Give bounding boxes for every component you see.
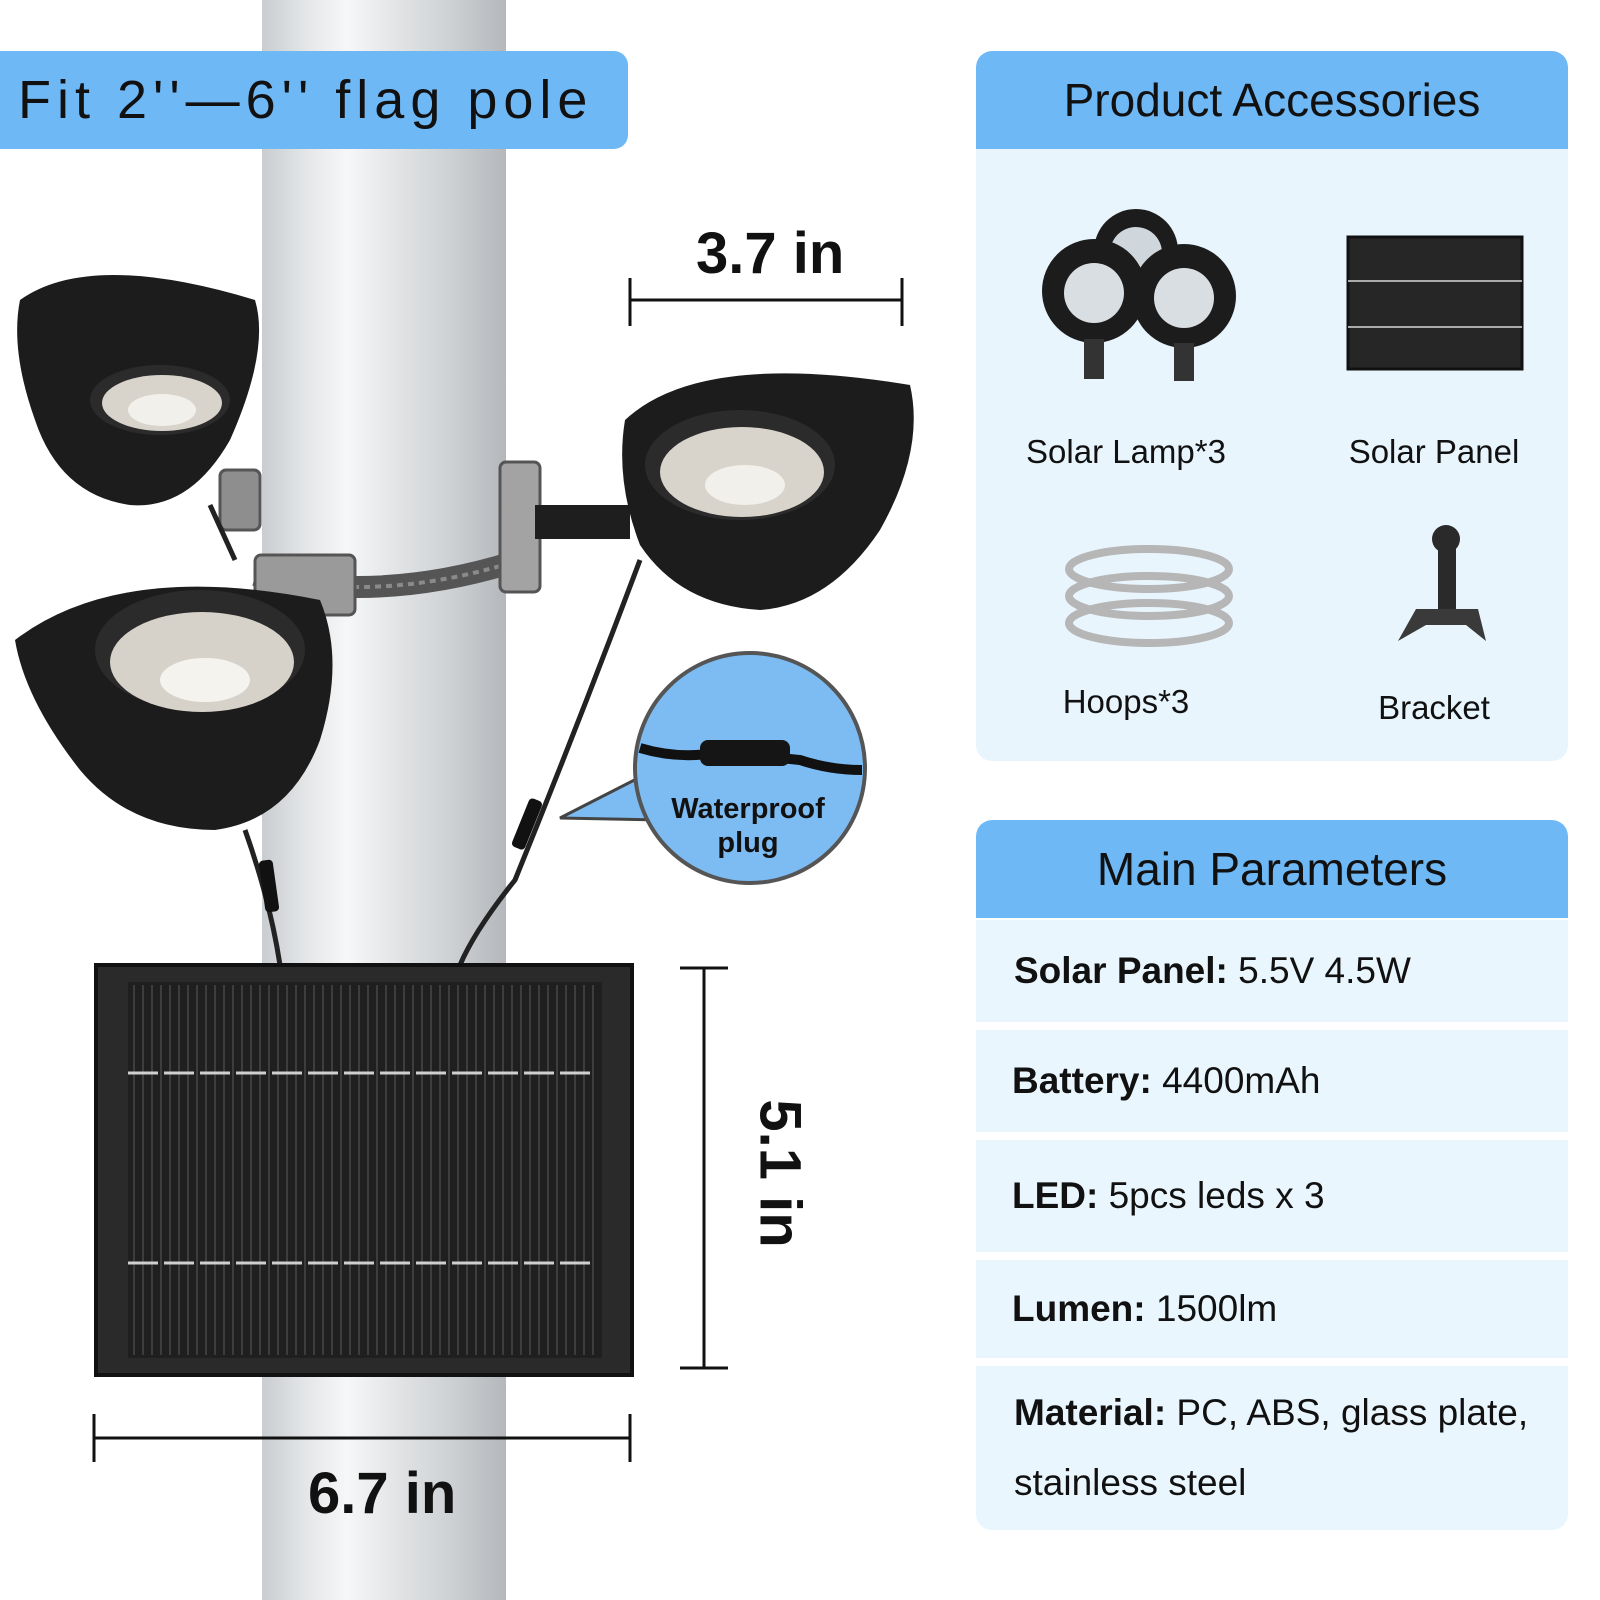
- solar-panel-main: [94, 963, 634, 1377]
- accessory-label-solar-panel: Solar Panel: [1348, 433, 1520, 470]
- lamp-width-label: 3.7 in: [696, 221, 845, 286]
- accessories-title: Product Accessories: [1063, 74, 1481, 126]
- fit-pole-badge: Fit 2''—6'' flag pole: [0, 51, 628, 149]
- waterproof-plug-callout: [559, 651, 867, 885]
- parameters-panel: Main Parameters Solar Panel: 5.5V 4.5W B…: [976, 820, 1568, 1530]
- cable: [207, 503, 238, 562]
- cable: [457, 559, 643, 966]
- accessory-label-solar-lamp: Solar Lamp*3: [1026, 433, 1226, 470]
- param-key: Lumen:: [1012, 1288, 1146, 1329]
- fit-pole-label: Fit 2''—6'' flag pole: [18, 70, 594, 130]
- param-row-material: Material: PC, ABS, glass plate, stainles…: [976, 1366, 1568, 1530]
- solar-lamp-right: [622, 373, 914, 610]
- waterproof-plug-text: Waterproof plug: [648, 792, 848, 860]
- param-value: 5pcs leds x 3: [1098, 1175, 1325, 1216]
- parameters-title: Main Parameters: [1096, 843, 1448, 895]
- callout-line-2: plug: [717, 827, 779, 859]
- param-key: Material:: [1014, 1392, 1167, 1433]
- solar-lamp-top-left: [17, 275, 260, 506]
- hoop-icon: [1065, 545, 1233, 647]
- param-key: LED:: [1012, 1175, 1099, 1216]
- param-value: 5.5V 4.5W: [1227, 950, 1411, 991]
- lamp-arm: [535, 505, 630, 539]
- bracket-icon: [1398, 525, 1486, 641]
- solar-panel-icon: [1346, 235, 1524, 371]
- parameters-header: Main Parameters: [976, 820, 1568, 918]
- param-key: Solar Panel:: [1014, 950, 1228, 991]
- param-key: Battery:: [1012, 1060, 1152, 1101]
- cable-connector: [258, 859, 280, 913]
- bracket-right: [498, 460, 542, 594]
- param-value-continued: stainless steel: [1014, 1462, 1247, 1503]
- accessory-label-bracket: Bracket: [1378, 689, 1490, 726]
- param-row-led: LED: 5pcs leds x 3: [976, 1140, 1568, 1252]
- param-value: PC, ABS, glass plate,: [1166, 1392, 1529, 1433]
- accessories-panel: Product Accessories Solar Lamp*3 Solar P…: [976, 51, 1568, 761]
- param-row-battery: Battery: 4400mAh: [976, 1030, 1568, 1132]
- param-row-lumen: Lumen: 1500lm: [976, 1260, 1568, 1358]
- accessories-header: Product Accessories: [976, 51, 1568, 149]
- param-row-solar-panel: Solar Panel: 5.5V 4.5W: [976, 920, 1568, 1022]
- panel-height-label: 5.1 in: [747, 1099, 813, 1248]
- solar-lamp-icon: [1042, 209, 1236, 381]
- callout-line-1: Waterproof: [671, 793, 825, 825]
- accessory-label-hoops: Hoops*3: [1062, 683, 1190, 720]
- param-value: 1500lm: [1145, 1288, 1278, 1329]
- param-value: 4400mAh: [1151, 1060, 1321, 1101]
- product-illustration: [15, 275, 914, 1462]
- cable-connector: [511, 798, 543, 850]
- bracket-top-left: [218, 468, 262, 532]
- solar-lamp-bottom-left: [15, 586, 333, 830]
- panel-width-label: 6.7 in: [308, 1461, 457, 1526]
